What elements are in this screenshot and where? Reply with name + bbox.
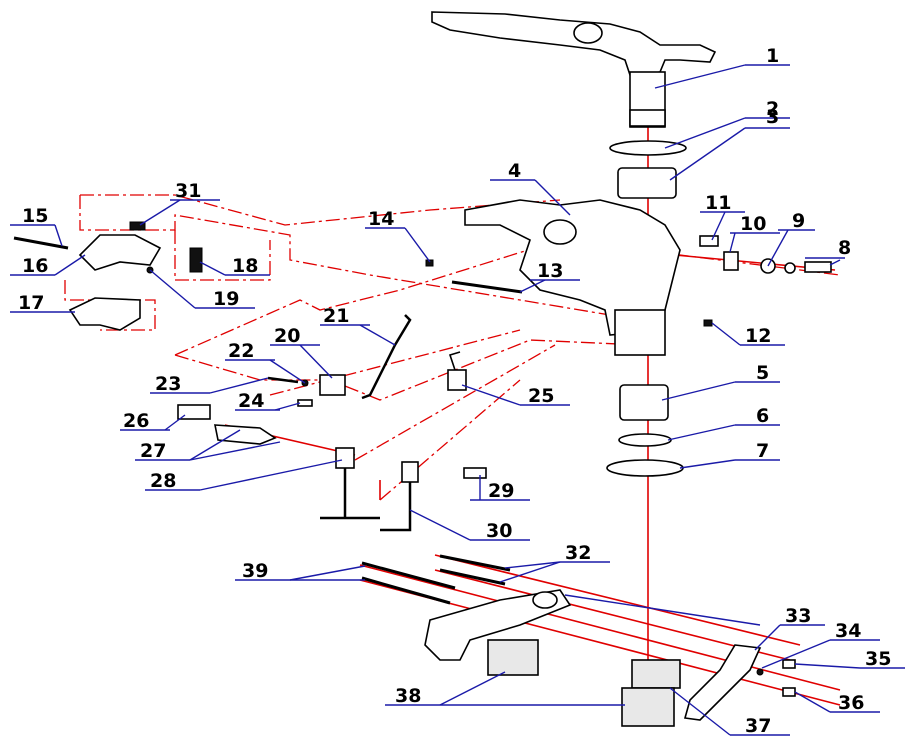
washer-8 [784, 262, 796, 274]
callout-22: 22 [228, 340, 254, 362]
swivel-bracket-boss [543, 219, 577, 245]
spring-18 [189, 247, 203, 273]
washer-2 [609, 140, 687, 156]
bushing-3 [617, 167, 677, 199]
callout-32: 32 [565, 542, 591, 564]
lever-16 [78, 234, 162, 271]
callout-12: 12 [745, 325, 771, 347]
nipple-12 [703, 319, 713, 327]
callout-27: 27 [140, 440, 166, 462]
callout-35: 35 [865, 648, 891, 670]
dash-link-20 [269, 329, 521, 396]
callout-18: 18 [232, 255, 258, 277]
steering-bracket [431, 11, 717, 76]
parts [13, 11, 832, 727]
shaft-end [629, 109, 666, 127]
callout-4: 4 [508, 160, 521, 182]
callout-26: 26 [123, 410, 149, 432]
callout-17: 17 [18, 292, 44, 314]
callout-9: 9 [792, 210, 805, 232]
callout-15: 15 [22, 205, 48, 227]
pad-38b [621, 687, 675, 727]
plate-17 [68, 297, 141, 331]
dash-group-lower [174, 339, 641, 401]
nut-36 [782, 687, 796, 697]
clamp-bracket-hole [532, 591, 558, 609]
callout-19: 19 [213, 288, 239, 310]
callout-39: 39 [242, 560, 268, 582]
callout-3: 3 [766, 106, 779, 128]
knob-26 [177, 404, 211, 420]
callout-30: 30 [486, 520, 512, 542]
callout-13: 13 [537, 260, 563, 282]
callout-7: 7 [756, 440, 769, 462]
bolt-8 [804, 261, 832, 273]
callout-6: 6 [756, 405, 769, 427]
bracket-hole [573, 22, 603, 44]
arm-30 [380, 482, 412, 532]
callout-labels: 1 2 3 4 5 6 7 8 9 10 11 12 13 14 15 16 1… [18, 45, 891, 737]
rod-15 [13, 236, 69, 250]
block-10 [723, 251, 739, 271]
ring-6 [618, 433, 672, 447]
bracket-28 [335, 447, 355, 469]
nipple-14 [425, 259, 434, 267]
lever-27 [214, 424, 277, 445]
callout-8: 8 [838, 237, 851, 259]
callout-10: 10 [740, 213, 766, 235]
rod-32a [439, 554, 511, 572]
callout-16: 16 [22, 255, 48, 277]
link-rod-21 [361, 314, 412, 400]
callout-25: 25 [528, 385, 554, 407]
screw-23 [267, 376, 299, 384]
callout-23: 23 [155, 373, 181, 395]
callout-33: 33 [785, 605, 811, 627]
pad-38a [487, 639, 539, 676]
swivel-bracket-neck [614, 309, 666, 356]
callout-38: 38 [395, 685, 421, 707]
callout-11: 11 [705, 192, 731, 214]
dash-group-17 [64, 280, 156, 331]
rod-13 [451, 280, 523, 294]
rod-39a [361, 561, 456, 590]
callout-14: 14 [368, 208, 394, 230]
callout-34: 34 [835, 620, 861, 642]
rod-32b [439, 568, 506, 586]
callout-1: 1 [766, 45, 779, 67]
callout-36: 36 [838, 692, 864, 714]
bracket-30 [401, 461, 419, 483]
dash-group-top [80, 194, 561, 226]
callout-20: 20 [274, 325, 300, 347]
dash-group-18 [174, 230, 271, 281]
pin-11 [699, 235, 719, 247]
callout-21: 21 [323, 305, 349, 327]
arm-28 [320, 468, 380, 520]
clamp-bracket-right [683, 644, 762, 721]
callout-29: 29 [488, 480, 514, 502]
block-20 [319, 374, 346, 396]
callout-31: 31 [175, 180, 201, 202]
pin-24 [297, 399, 313, 407]
nut-35 [782, 659, 796, 669]
callout-5: 5 [756, 362, 769, 384]
callout-28: 28 [150, 470, 176, 492]
spring-25-hook [448, 351, 461, 371]
link-32b [434, 569, 791, 661]
dash-link-28 [354, 344, 556, 461]
link-32a [434, 554, 801, 646]
washer-7 [606, 459, 684, 477]
washer-34 [756, 668, 764, 676]
callout-24: 24 [238, 390, 264, 412]
pad-37 [631, 659, 681, 689]
spring-25 [447, 369, 467, 391]
callout-37: 37 [745, 715, 771, 737]
rod-39b [361, 576, 451, 605]
clamp-bracket-left [424, 589, 572, 661]
pin-29 [463, 467, 487, 479]
leader-lines [10, 64, 905, 736]
dash-group-upper [79, 195, 641, 321]
callout-2: 2 [766, 98, 779, 120]
bushing-5 [619, 384, 669, 421]
